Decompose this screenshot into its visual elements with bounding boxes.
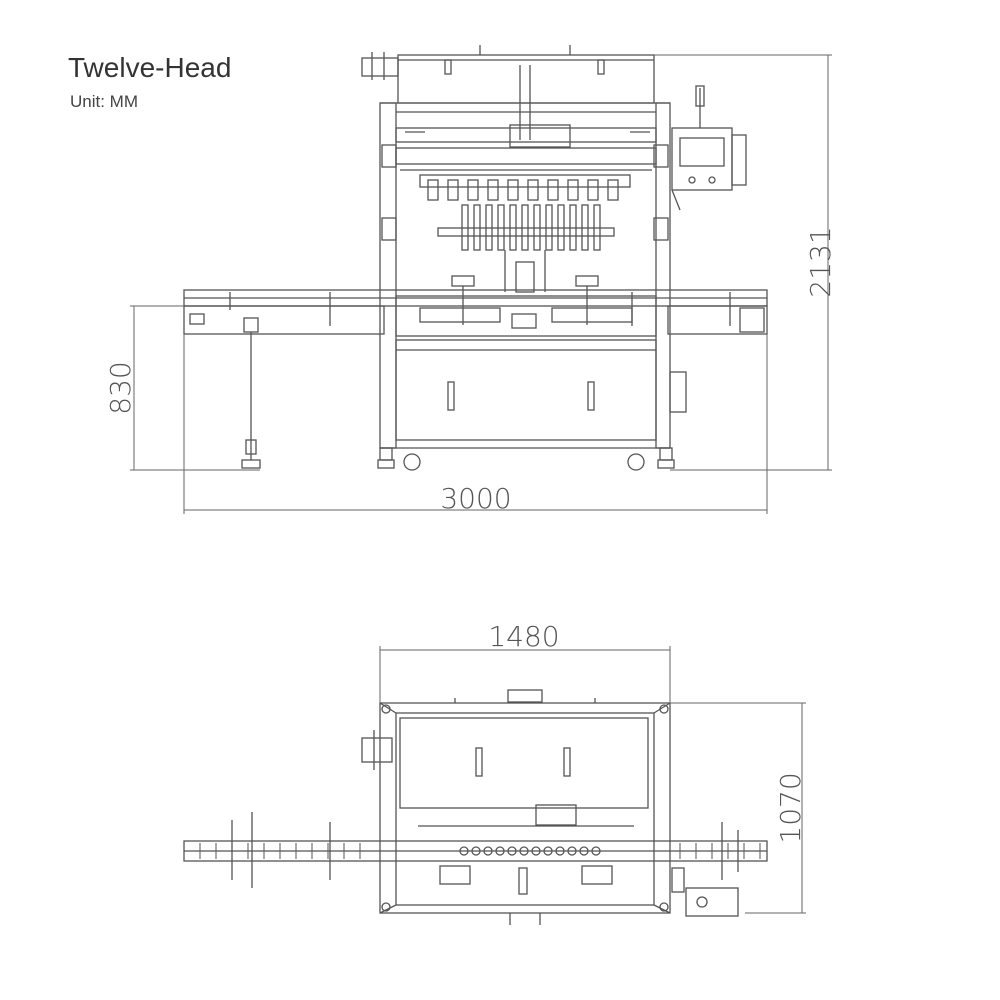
top-control-box [685,887,739,917]
top-valve-side [361,737,393,763]
top-hopper [399,717,649,809]
dim-label-length: 3000 [440,482,511,515]
control-panel [671,127,733,191]
front-view [183,45,768,471]
top-valve-block [361,57,399,77]
filling-heads [427,179,619,251]
front-dimension-lines [130,54,832,514]
diagram-title: Twelve-Head [68,52,232,83]
dim-label-height: 2131 [804,226,837,297]
lower-cabinet [395,339,657,441]
top-view [183,689,768,925]
touch-screen [679,137,725,167]
dim-label-width: 1480 [488,620,559,653]
top-filling-nozzles [459,846,601,856]
top-dimension-lines [379,646,806,914]
dim-label-depth: 1070 [774,772,807,843]
unit-label: Unit: MM [70,92,138,111]
top-frame [379,702,671,914]
dim-label-conveyor-height: 830 [104,361,137,414]
